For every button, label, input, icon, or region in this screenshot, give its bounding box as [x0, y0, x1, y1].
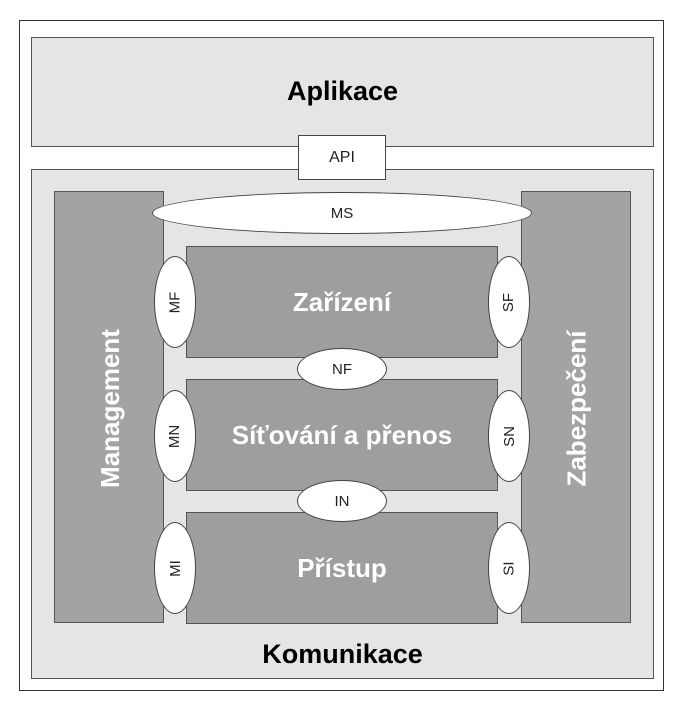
api-interface: API [298, 135, 386, 180]
mn-label: MN [166, 424, 184, 448]
mi-label: MI [166, 559, 184, 577]
ms-label: MS [330, 204, 354, 222]
mf-interface: MF [154, 256, 196, 348]
mn-interface: MN [154, 390, 196, 482]
mi-interface: MI [154, 522, 196, 614]
communication-label: Komunikace [262, 639, 423, 669]
management-column: Management [54, 191, 164, 623]
si-label: SI [500, 560, 518, 576]
sf-interface: SF [488, 256, 530, 348]
si-interface: SI [488, 522, 530, 614]
layer-networking-label: Síťování a přenos [231, 419, 453, 450]
sn-label: SN [500, 425, 518, 447]
layer-access-label: Přístup [297, 552, 387, 583]
sf-label: SF [500, 292, 518, 312]
in-label: IN [334, 492, 350, 510]
api-label: API [329, 148, 355, 166]
security-label: Zabezpečení [561, 329, 592, 487]
layer-devices: Zařízení [186, 246, 498, 358]
application-label: Aplikace [286, 76, 399, 106]
layer-devices-label: Zařízení [292, 286, 392, 317]
layer-networking: Síťování a přenos [186, 379, 498, 491]
security-column: Zabezpečení [521, 191, 631, 623]
management-label: Management [94, 328, 125, 488]
mf-label: MF [166, 291, 184, 313]
ms-interface: MS [152, 192, 532, 234]
sn-interface: SN [488, 390, 530, 482]
layer-access: Přístup [186, 512, 498, 624]
nf-interface: NF [297, 348, 387, 390]
nf-label: NF [332, 360, 352, 378]
application-box: Aplikace [31, 37, 654, 147]
in-interface: IN [297, 480, 387, 522]
